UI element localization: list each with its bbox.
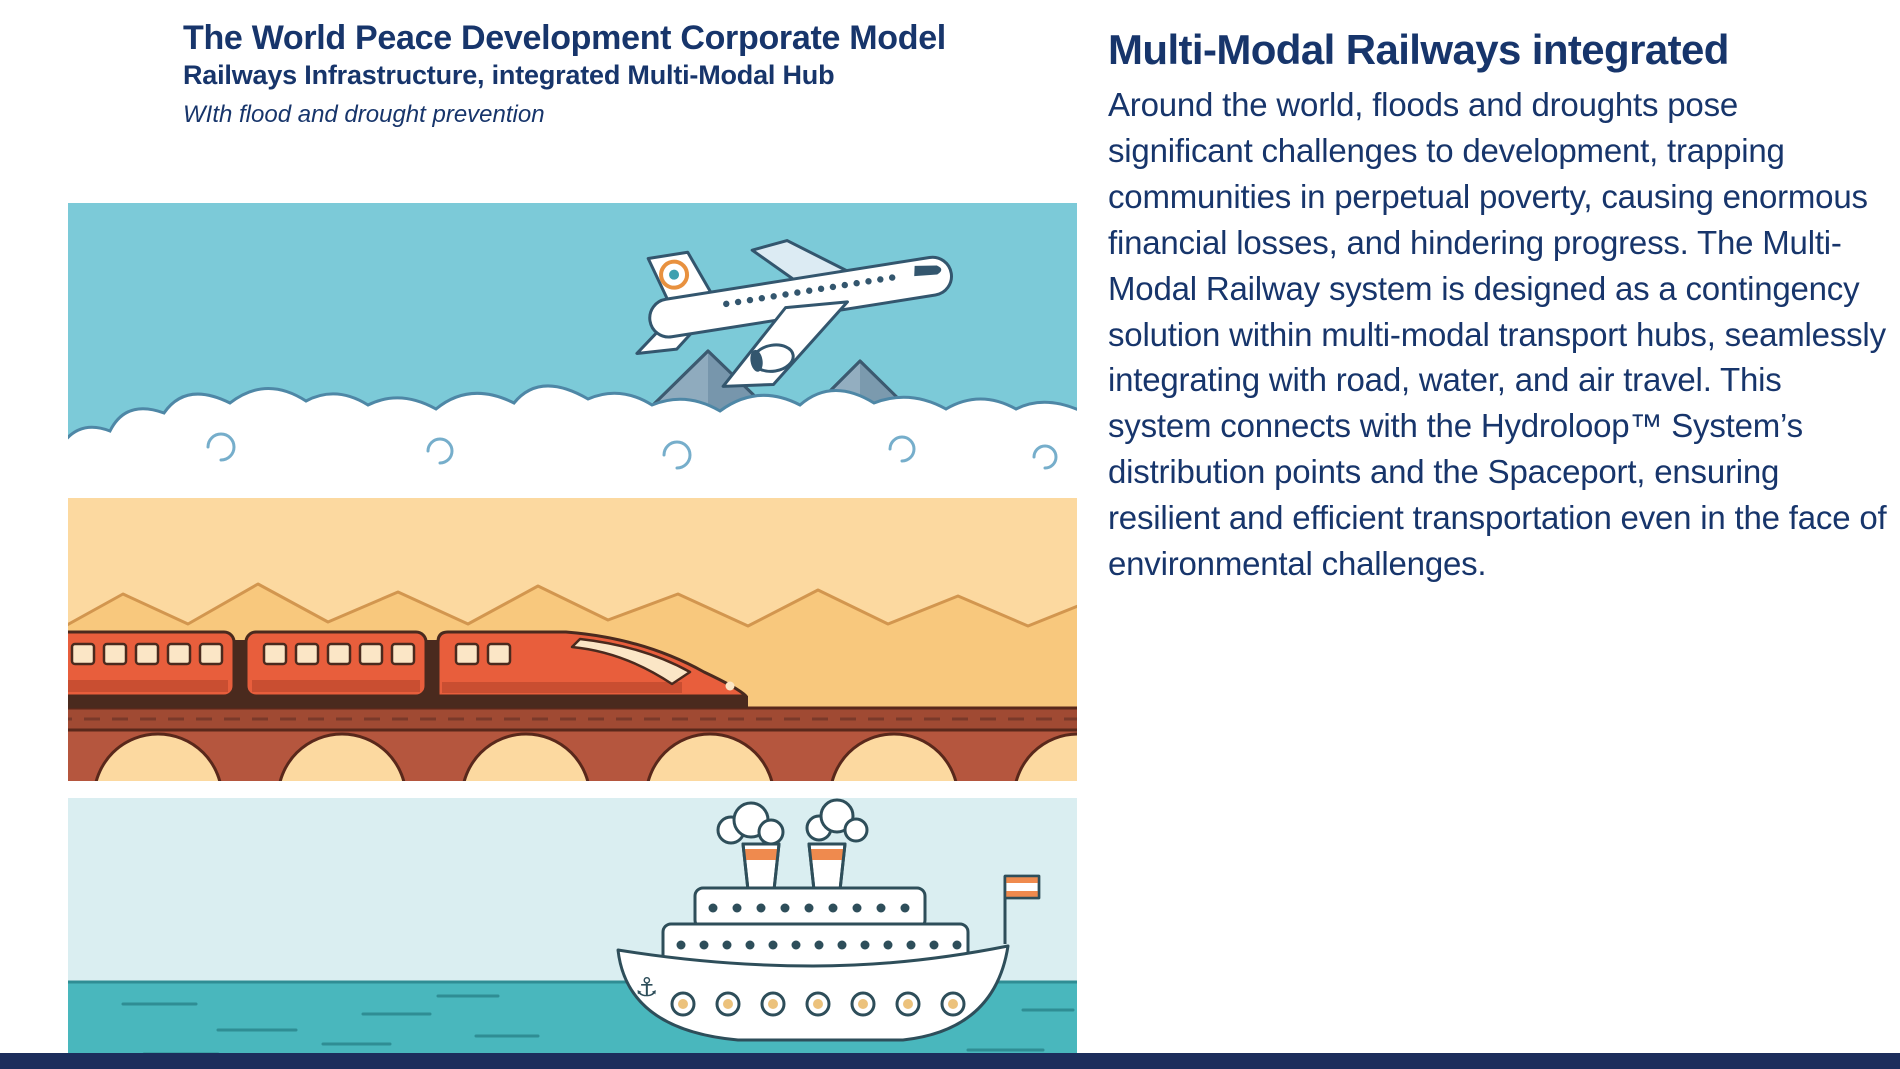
stern-flag <box>1003 874 1041 900</box>
illustration-panel-train <box>68 498 1077 781</box>
airplane-over-clouds-icon <box>68 203 1077 486</box>
train-icon <box>68 630 748 708</box>
illustration-panel-ship: ⚓ <box>68 798 1077 1069</box>
upper-deck-windows <box>708 903 910 913</box>
cockpit-window <box>914 265 942 277</box>
slide-subtitle: Railways Infrastructure, integrated Mult… <box>183 60 835 91</box>
funnels <box>741 842 847 892</box>
illustration-panel-sky <box>68 203 1077 486</box>
footer-bar <box>0 1053 1900 1069</box>
bridge-arches <box>94 732 1077 781</box>
funnel-smoke <box>716 798 869 846</box>
train-undercarriage <box>68 696 748 708</box>
section-body: Around the world, floods and droughts po… <box>1108 86 1887 582</box>
section-heading: Multi-Modal Railways integrated <box>1108 26 1729 73</box>
anchor-icon: ⚓ <box>635 973 658 1003</box>
car-windows <box>454 642 512 666</box>
cabin-windows <box>723 274 896 308</box>
main-deck-windows <box>676 940 962 950</box>
slide-header: The World Peace Development Corporate Mo… <box>183 18 946 129</box>
headlight <box>725 681 735 691</box>
portholes <box>670 991 966 1017</box>
bridge <box>68 706 1077 781</box>
cloud-curls <box>206 432 1058 470</box>
airplane-icon <box>635 239 953 388</box>
content-column: Multi-Modal Railways integrated Around t… <box>1108 26 1890 587</box>
windshield <box>570 637 692 686</box>
car-windows <box>262 642 416 666</box>
car-windows <box>70 642 224 666</box>
slide-title: The World Peace Development Corporate Mo… <box>183 19 946 57</box>
ship: ⚓ <box>616 798 1041 1042</box>
cruise-ship-icon: ⚓ <box>68 798 1077 1069</box>
train-on-arched-bridge-icon <box>68 498 1077 781</box>
slide-tagline: WIth flood and drought prevention <box>183 100 545 128</box>
cloud-band <box>68 384 1077 486</box>
